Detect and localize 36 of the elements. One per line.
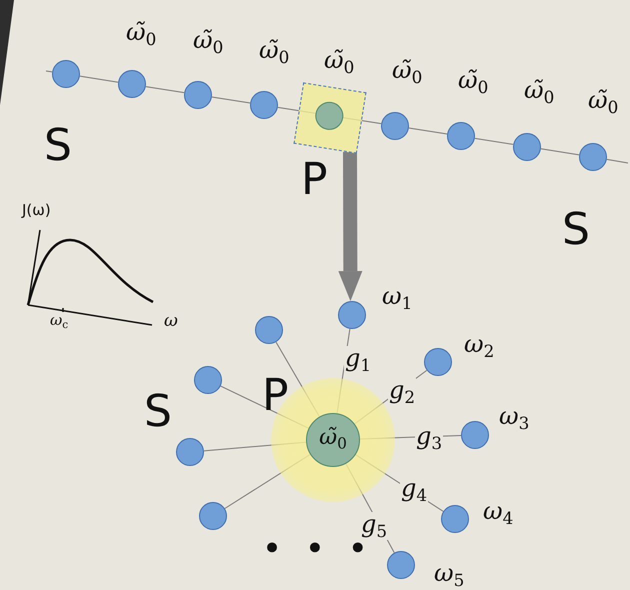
coupling-line: [276, 342, 320, 418]
coupling-line: [145, 86, 185, 94]
frequency-label: ω̃$_{0}$: [392, 58, 422, 86]
coupling-line: [606, 158, 628, 164]
frequency-label: ω̃$_{0}$: [126, 20, 156, 48]
frequency-label: ω̃$_{0}$: [319, 427, 347, 452]
region-label: P: [262, 374, 289, 418]
frequency-label: ω̃$_{0}$: [193, 28, 224, 56]
region-label: S: [144, 390, 172, 434]
frequency-label: ω̃$_{0}$: [324, 48, 354, 76]
region-label: S: [44, 124, 72, 168]
frequency-label: ω$_{4}$: [483, 499, 514, 527]
coupling-line: [79, 76, 119, 83]
coupling-line: [474, 138, 514, 145]
axis-label: ω: [164, 313, 178, 330]
frequency-label: ω̃$_{0}$: [259, 38, 290, 66]
frequency-label: ω$_{5}$: [434, 561, 464, 589]
frequency-label: ω̃$_{0}$: [524, 78, 554, 106]
coupling-line: [540, 148, 580, 156]
frequency-label: ω$_{2}$: [464, 332, 494, 360]
coupling-line: [220, 386, 310, 429]
coupling-line: [224, 454, 311, 509]
coupling-line: [46, 70, 53, 72]
coupling-line: [408, 128, 448, 135]
coupling-line: [203, 442, 307, 452]
axis-label: ω$_{c}$: [50, 313, 68, 331]
block-arrow: [338, 152, 362, 302]
frequency-label: ω̃$_{0}$: [458, 68, 488, 96]
frequency-label: ω$_{3}$: [499, 404, 530, 432]
coupling-line: [211, 96, 251, 104]
frequency-label: ω$_{1}$: [382, 284, 412, 312]
frequency-label: ω̃$_{0}$: [588, 88, 618, 116]
edge-label: g$_{2}$: [388, 378, 416, 406]
axis-label: J(ω): [22, 203, 51, 218]
region-label: P: [301, 158, 328, 202]
region-label: S: [562, 208, 590, 252]
